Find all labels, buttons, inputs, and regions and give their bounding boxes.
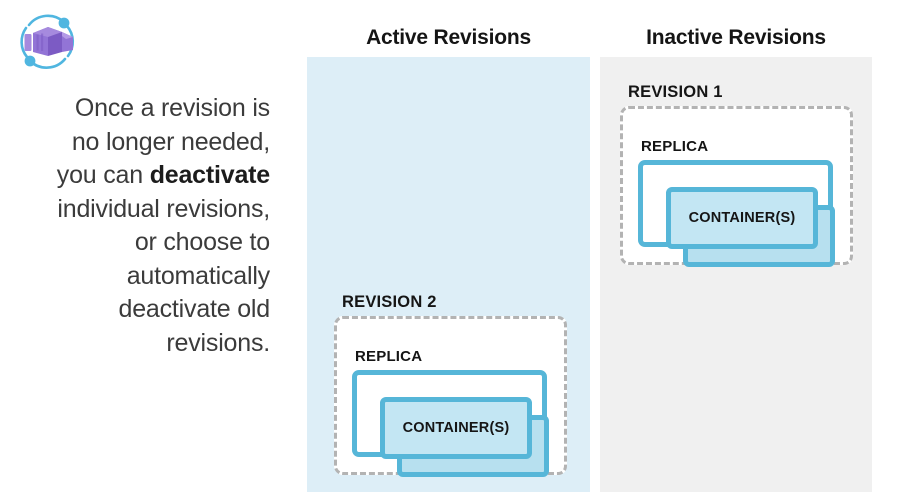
revision-2-container-box-front: CONTAINER(S) — [380, 397, 532, 459]
explanation-column: Once a revision is no longer needed, you… — [0, 0, 290, 501]
revision-1-container-box-front: CONTAINER(S) — [666, 187, 818, 249]
revision-1-group[interactable]: REVISION 1 REPLICA CONTAINER(S) — [620, 83, 853, 267]
revision-2-container-label: CONTAINER(S) — [402, 420, 510, 436]
caption-line-4: individual revisions, — [57, 194, 270, 223]
revision-2-replica-label: REPLICA — [355, 348, 423, 365]
caption-line-7: deactivate old — [118, 295, 271, 323]
revision-2-label: REVISION 2 — [342, 293, 437, 311]
revision-1-container-label: CONTAINER(S) — [688, 210, 796, 226]
caption-keyword-deactivate: deactivate — [149, 161, 270, 189]
azure-container-apps-logo — [14, 12, 80, 72]
caption-text: Once a revision is no longer needed, you… — [10, 92, 270, 360]
inactive-revisions-title: Inactive Revisions — [646, 26, 826, 49]
revision-2-group[interactable]: REVISION 2 REPLICA CONTAINER(S) — [334, 293, 567, 477]
revision-2-replica-box: CONTAINER(S) — [352, 370, 549, 477]
caption-line-2: no longer needed, — [71, 127, 270, 156]
revision-1-replica-box: CONTAINER(S) — [638, 160, 835, 267]
caption-line-3-prefix: you can — [56, 161, 150, 189]
revision-1-label: REVISION 1 — [628, 83, 723, 101]
revision-2-dashed-box: REPLICA CONTAINER(S) — [334, 316, 567, 477]
revision-1-replica-label: REPLICA — [641, 138, 709, 155]
active-revisions-title: Active Revisions — [366, 26, 531, 49]
caption-line-8: revisions. — [166, 328, 270, 357]
caption-line-5: or choose to — [134, 228, 270, 256]
revision-1-dashed-box: REPLICA CONTAINER(S) — [620, 106, 853, 267]
caption-line-6: automatically — [126, 261, 271, 290]
caption-line-1: Once a revision is — [74, 94, 270, 122]
